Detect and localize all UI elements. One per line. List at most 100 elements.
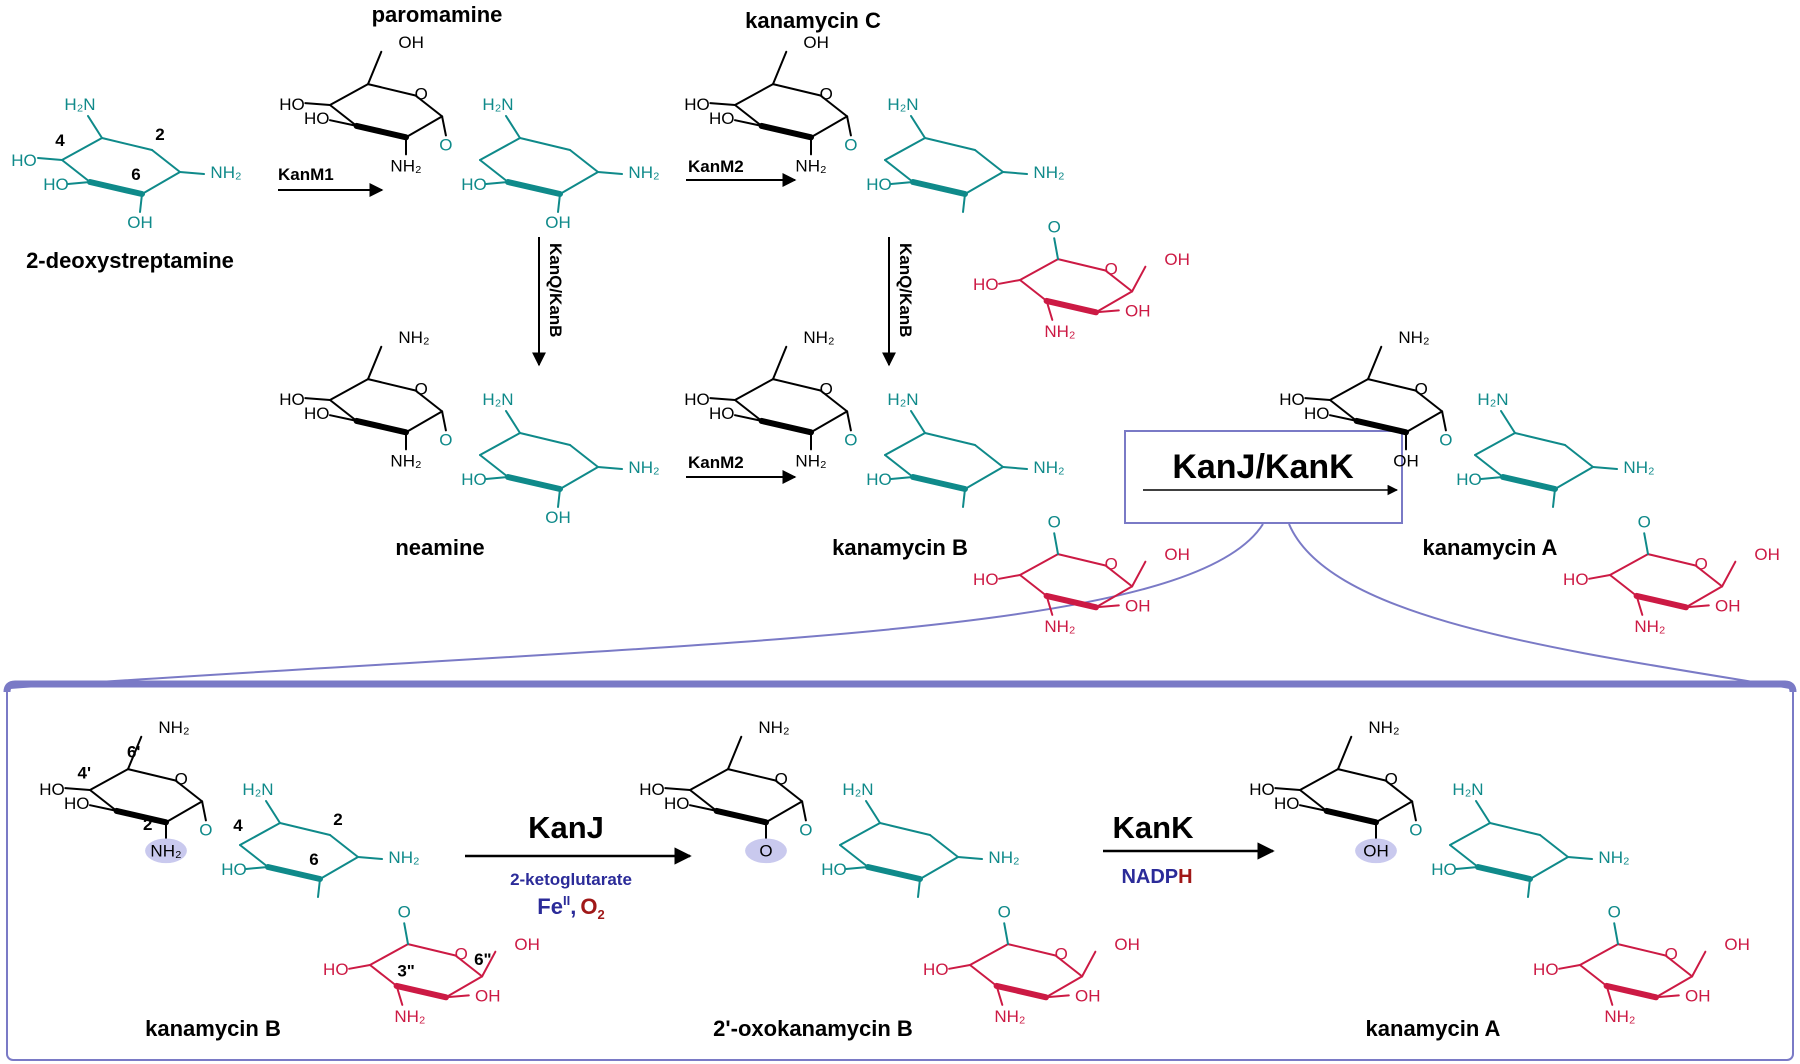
kanamycin-a-bottom-c2-hydroxyl: HO bbox=[1533, 960, 1559, 979]
cofactor-comma: , bbox=[570, 894, 576, 919]
kanamycin-b-top-c3-amine: NH₂ bbox=[1033, 458, 1064, 477]
cofactor-fe: Fe bbox=[537, 894, 563, 919]
label-paromamine: paromamine bbox=[372, 2, 503, 27]
paromamine-c5-hydroxyl: HO bbox=[461, 175, 487, 194]
kanamycin-b-bottom-c4-hydroxyl: OH bbox=[475, 986, 501, 1005]
oxokanamycin-b-c5-hydroxyl: HO bbox=[821, 860, 847, 879]
kanamycin-c-glycosidic-oxygen: O bbox=[844, 136, 857, 155]
kanamycin-a-top-c6-hydroxyl: OH bbox=[1754, 545, 1780, 564]
cofactor-o2-sub: 2 bbox=[597, 907, 604, 922]
kanamycin-a-top-glycosidic-oxygen: O bbox=[1439, 431, 1452, 450]
enzyme-kanm2-top: KanM2 bbox=[688, 157, 744, 176]
paromamine-c2-substituent: NH₂ bbox=[390, 157, 421, 176]
kanamycin-b-bottom-c2-hydroxyl: HO bbox=[323, 960, 349, 979]
kanamycin-c-c5-hydroxyl: HO bbox=[866, 175, 892, 194]
oxokanamycin-b-c6-hydroxyl: OH bbox=[1114, 935, 1140, 954]
neamine-c3-amine: NH₂ bbox=[628, 458, 659, 477]
kanamycin-a-top-c6-substituent: NH₂ bbox=[1398, 328, 1429, 347]
kanamycin-a-bottom-c2-highlight bbox=[1355, 838, 1397, 864]
cofactor-o2: O bbox=[580, 894, 597, 919]
deoxystreptamine-c4-hydroxyl: HO bbox=[11, 151, 37, 170]
cofactor-ketoglutarate: 2-ketoglutarate bbox=[510, 870, 632, 889]
paromamine-c6-substituent: OH bbox=[398, 33, 424, 52]
kanamycin-a-bottom-c4-hydroxyl: OH bbox=[1685, 986, 1711, 1005]
kanamycin-a-bottom-c5-hydroxyl: HO bbox=[1431, 860, 1457, 879]
kanamycin-a-top-c3-amine: NH₂ bbox=[1623, 458, 1654, 477]
kanamycin-b-top-c2-substituent: NH₂ bbox=[795, 452, 826, 471]
kanamycin-c-c4-hydroxyl: HO bbox=[684, 95, 710, 114]
enzyme-kanq-left: KanQ/KanB bbox=[546, 243, 565, 337]
oxokanamycin-b-c3-amine: NH₂ bbox=[994, 1007, 1025, 1026]
kanamycin-a-bottom-c6-hydroxyl: OH bbox=[1724, 935, 1750, 954]
kanamycin-c-c3-amine: NH₂ bbox=[1044, 322, 1075, 341]
kanamycin-b-bottom-c1-amine: H₂N bbox=[242, 780, 273, 799]
cofactor-nadp: NADP bbox=[1121, 866, 1178, 888]
cofactor-fe-oxidation: II bbox=[563, 893, 570, 908]
enzyme-kanm1: KanM1 bbox=[278, 165, 334, 184]
kanamycin-c-ring-oxygen: O bbox=[820, 85, 833, 104]
kanamycin-b-bottom-c5-hydroxyl: HO bbox=[221, 860, 247, 879]
enzyme-kanm2-mid: KanM2 bbox=[688, 453, 744, 472]
kanamycin-b-bottom-locant-2: 2 bbox=[333, 810, 342, 829]
kanamycin-b-top-ring-oxygen: O bbox=[1105, 555, 1118, 574]
kanamycin-a-top-ring-oxygen: O bbox=[1695, 555, 1708, 574]
oxokanamycin-b-glycosidic-oxygen: O bbox=[998, 903, 1011, 922]
kanamycin-b-bottom-ring-oxygen: O bbox=[455, 945, 468, 964]
kanamycin-b-bottom-c2-substituent: NH₂ bbox=[150, 842, 181, 861]
kanamycin-a-top-deoxystreptamine-ring: H₂N NH₂ HO bbox=[1456, 390, 1655, 508]
deoxystreptamine-c6-hydroxyl: OH bbox=[127, 213, 153, 232]
neamine-c3-hydroxyl: HO bbox=[304, 404, 330, 423]
oxokanamycin-b-ring-oxygen: O bbox=[775, 770, 788, 789]
oxokanamycin-b-ring-oxygen: O bbox=[1055, 945, 1068, 964]
neamine-c4-hydroxyl: HO bbox=[279, 390, 305, 409]
deoxystreptamine-c5-hydroxyl: HO bbox=[43, 175, 69, 194]
kanamycin-b-top-c4-hydroxyl: OH bbox=[1125, 596, 1151, 615]
kanamycin-a-top-c5-hydroxyl: HO bbox=[1456, 470, 1482, 489]
oxokanamycin-b-c6-substituent: NH₂ bbox=[758, 718, 789, 737]
kanamycin-b-bottom-c6-hydroxyl: OH bbox=[514, 935, 540, 954]
kanamycin-a-bottom-c4-hydroxyl: HO bbox=[1249, 780, 1275, 799]
kanamycin-b-bottom-c4-hydroxyl: HO bbox=[39, 780, 65, 799]
cofactor-nadph: NADPH bbox=[1121, 866, 1192, 888]
kanamycin-a-top-c3-hydroxyl: HO bbox=[1304, 404, 1330, 423]
label-kanamycin-c: kanamycin C bbox=[745, 8, 881, 33]
paromamine-glycosidic-oxygen: O bbox=[439, 136, 452, 155]
kanamycin-c-c1-amine: H₂N bbox=[887, 95, 918, 114]
neamine-c6-hydroxyl: OH bbox=[545, 508, 571, 527]
kanamycin-a-top-c4-hydroxyl: OH bbox=[1715, 596, 1741, 615]
kanamycin-a-top-c2-substituent: OH bbox=[1393, 452, 1419, 471]
kanamycin-a-top-c1-amine: H₂N bbox=[1477, 390, 1508, 409]
kanamycin-b-top-c6-substituent: NH₂ bbox=[803, 328, 834, 347]
neamine-glycosidic-oxygen: O bbox=[439, 431, 452, 450]
enzyme-kanq-right: KanQ/KanB bbox=[896, 243, 915, 337]
neamine-c6-substituent: NH₂ bbox=[398, 328, 429, 347]
deoxystreptamine-c3-amine: NH₂ bbox=[210, 163, 241, 182]
kanamycin-b-bottom-locant-6pp: 6" bbox=[474, 950, 492, 969]
kanamycin-b-bottom-ring-oxygen: O bbox=[175, 770, 188, 789]
label-kanamycin-b-top: kanamycin B bbox=[832, 535, 968, 560]
kanamycin-a-bottom-c3-hydroxyl: HO bbox=[1274, 794, 1300, 813]
kanamycin-a-bottom-glycosidic-oxygen: O bbox=[1608, 903, 1621, 922]
cofactor-h: H bbox=[1178, 866, 1192, 888]
kanamycin-a-top-c4-hydroxyl: HO bbox=[1279, 390, 1305, 409]
enzyme-kanj-kank: KanJ/KanK bbox=[1172, 448, 1354, 486]
kanamycin-b-top-c5-hydroxyl: HO bbox=[866, 470, 892, 489]
kanamycin-a-top-ring-oxygen: O bbox=[1415, 380, 1428, 399]
oxokanamycin-b-c1-amine: H₂N bbox=[842, 780, 873, 799]
